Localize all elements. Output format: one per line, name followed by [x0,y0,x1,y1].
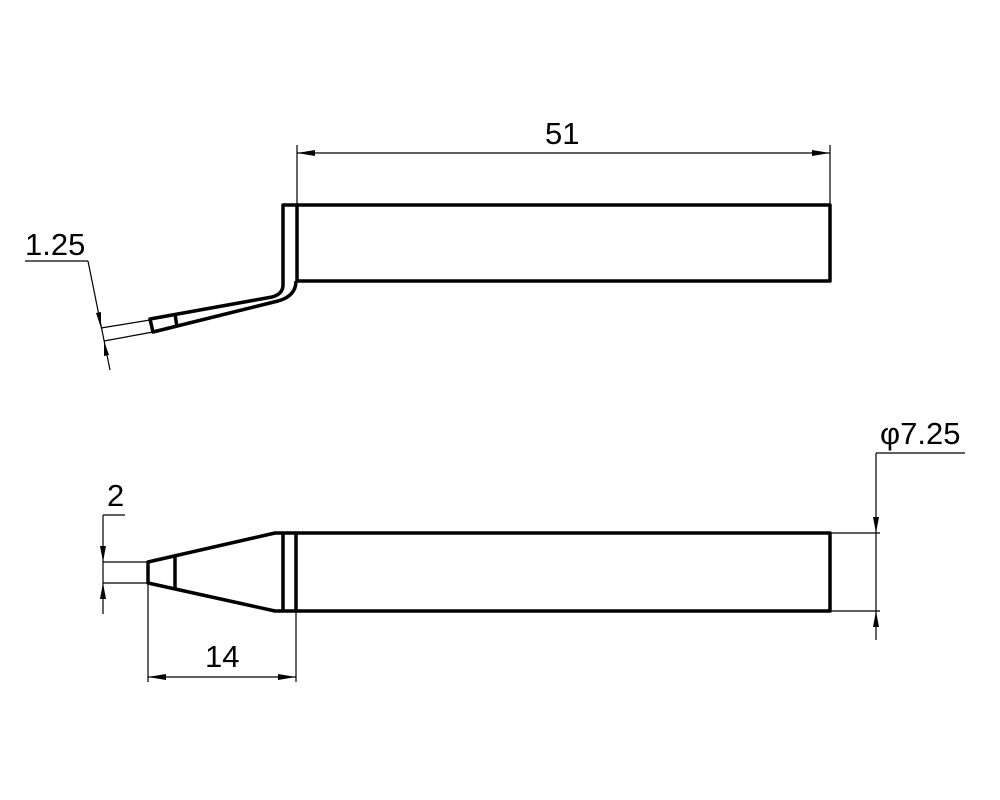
side-view-body [295,203,832,283]
arrow-icon [873,611,879,627]
arrow-icon [96,312,101,328]
arrow-icon [100,583,106,599]
side-view-bent-tip [148,203,298,334]
arrow-icon [278,674,296,680]
extension-line [103,331,154,342]
arrow-icon [873,517,879,533]
arrow-icon [148,674,166,680]
taper-cone [146,531,296,613]
dimension-label-diameter: φ7.25 [880,416,960,451]
arrow-icon [812,150,830,156]
arrow-icon [297,150,315,156]
arrow-icon [104,341,109,356]
dimension-label-14: 14 [205,639,239,674]
arrow-icon [100,546,106,562]
top-view-body [294,531,832,613]
extension-line [100,319,151,329]
tip-segment-line [173,313,179,328]
dimension-label-1.25: 1.25 [25,227,85,262]
dimension-label-51: 51 [545,116,579,151]
side-view: 51 1.25 [25,116,832,371]
top-view: 2 14 φ7.25 [100,416,965,682]
dimension-label-2: 2 [107,478,124,513]
